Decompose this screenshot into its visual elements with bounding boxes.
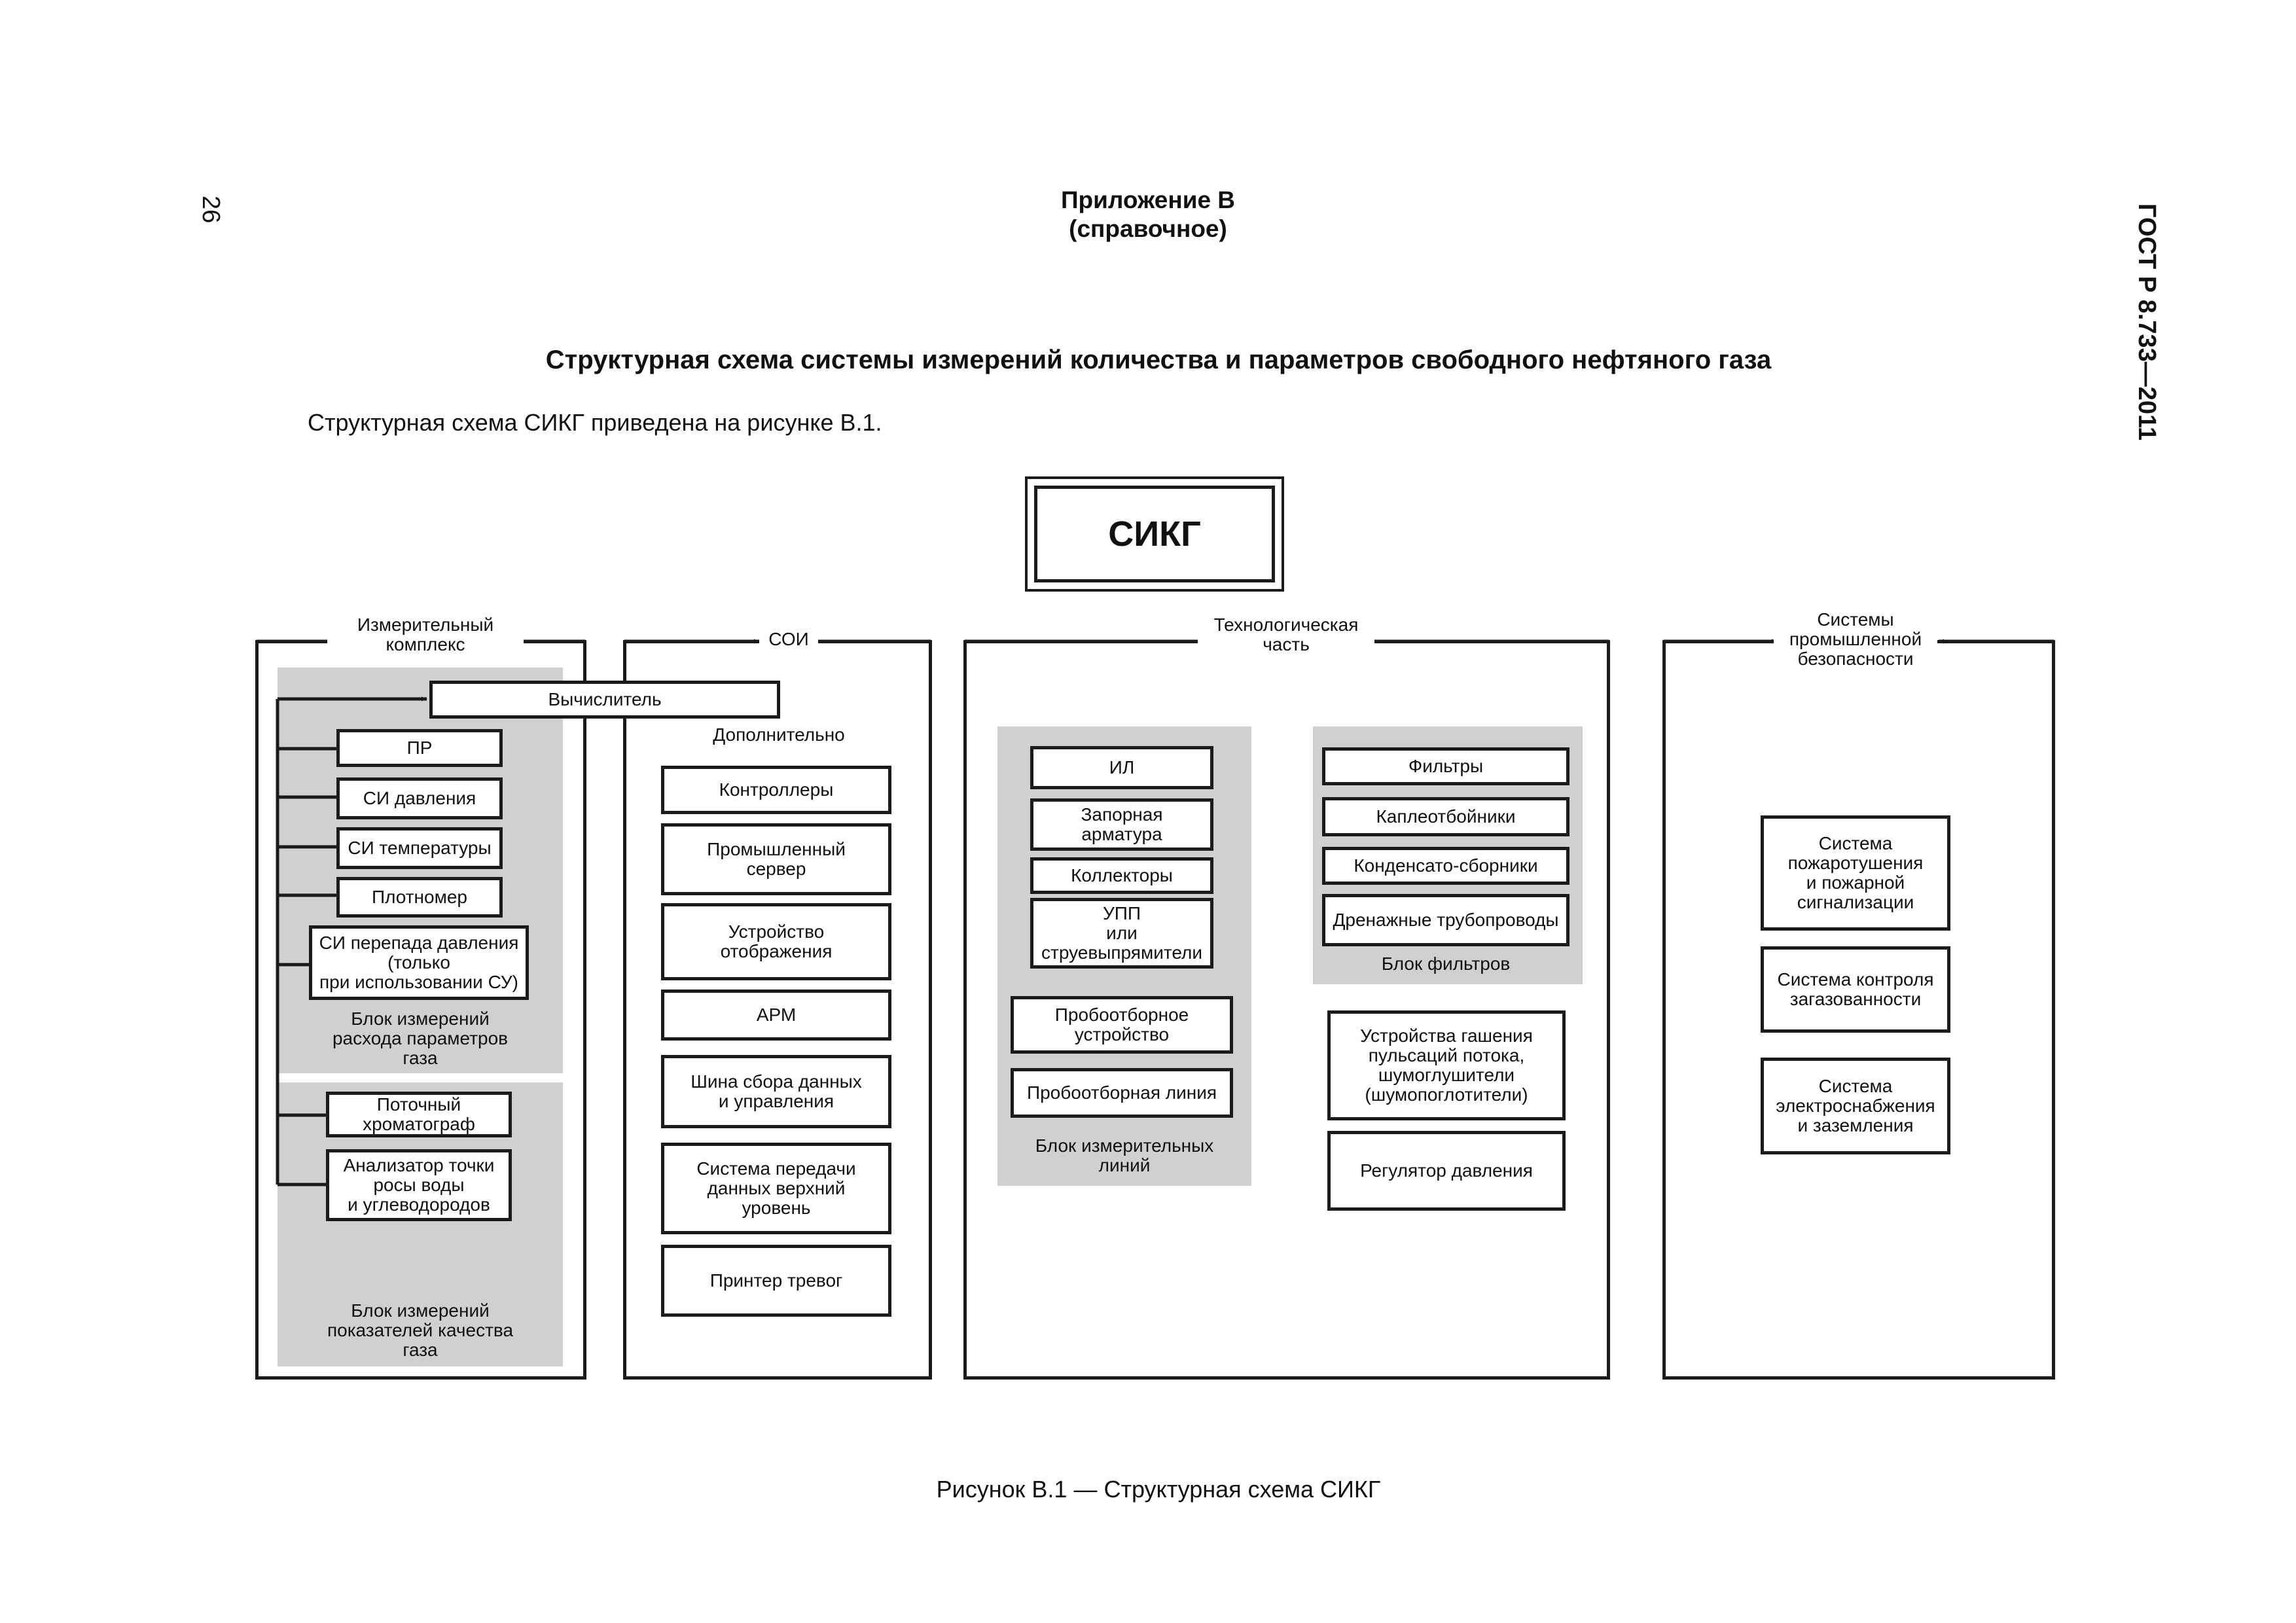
lines-block-label: Блок измерительных линий xyxy=(1035,1135,1214,1175)
flow-block-item: СИ перепада давления (только при использ… xyxy=(309,925,529,1000)
appendix-heading: Приложение В (справочное) xyxy=(886,186,1410,243)
soi-item: Шина сбора данных и управления xyxy=(661,1055,891,1128)
quality-block-label: Блок измерений показателей качества газа xyxy=(327,1300,514,1360)
lines-block-item: УПП или струевыпрямители xyxy=(1030,898,1213,969)
root-label: СИКГ xyxy=(1034,486,1275,582)
safety-item: Система пожаротушения и пожарной сигнали… xyxy=(1761,815,1950,931)
lines-block-item: ИЛ xyxy=(1030,746,1213,789)
appendix-title: Приложение В xyxy=(1060,187,1236,213)
technological-item: Устройства гашения пульсаций потока, шум… xyxy=(1327,1010,1566,1120)
intro-text: Структурная схема СИКГ приведена на рису… xyxy=(308,409,882,436)
quality-block-item: Анализатор точки росы воды и углеводород… xyxy=(326,1149,512,1221)
flow-block-item: Плотномер xyxy=(336,877,503,918)
page-number: 26 xyxy=(197,195,224,224)
lines-block-extra-item: Пробоотборная линия xyxy=(1011,1068,1233,1118)
filters-block-item: Конденсато-сборники xyxy=(1322,847,1570,885)
safety-label: Системы промышленной безопасности xyxy=(1774,610,1937,669)
filters-block-item: Дренажные трубопроводы xyxy=(1322,894,1570,946)
flow-block-item: ПР xyxy=(336,729,503,767)
soi-item: Принтер тревог xyxy=(661,1245,891,1317)
soi-item: Система передачи данных верхний уровень xyxy=(661,1143,891,1234)
computer-box: Вычислитель xyxy=(429,681,780,719)
flow-block-label: Блок измерений расхода параметров газа xyxy=(332,1008,509,1068)
lines-block-extra-item: Пробоотборное устройство xyxy=(1011,996,1233,1054)
lines-block-item: Коллекторы xyxy=(1030,857,1213,894)
filters-block-item: Фильтры xyxy=(1322,747,1570,785)
technological-label: Технологическая часть xyxy=(1198,615,1374,654)
lines-block-item: Запорная арматура xyxy=(1030,798,1213,851)
flow-block-item: СИ давления xyxy=(336,777,503,819)
root-box: СИКГ xyxy=(1025,476,1284,592)
quality-block-item: Поточный хроматограф xyxy=(326,1092,512,1137)
appendix-type: (справочное) xyxy=(1069,215,1227,242)
section-title: Структурная схема системы измерений коли… xyxy=(545,346,1772,374)
soi-label: СОИ xyxy=(759,630,818,649)
filters-block-label: Блок фильтров xyxy=(1381,954,1511,974)
soi-item: АРМ xyxy=(661,990,891,1041)
technological-item: Регулятор давления xyxy=(1327,1131,1566,1211)
safety-item: Система контроля загазованности xyxy=(1761,946,1950,1033)
measuring-complex-label: Измерительный комплекс xyxy=(327,615,524,654)
soi-additional-label: Дополнительно xyxy=(713,724,845,745)
soi-item: Промышленный сервер xyxy=(661,823,891,895)
soi-item: Контроллеры xyxy=(661,766,891,814)
figure-caption: Рисунок В.1 — Структурная схема СИКГ xyxy=(936,1476,1381,1503)
filters-block-item: Каплеотбойники xyxy=(1322,797,1570,836)
flow-block-item: СИ температуры xyxy=(336,827,503,869)
standard-code: ГОСТ Р 8.733—2011 xyxy=(2133,203,2161,441)
safety-item: Система электроснабжения и заземления xyxy=(1761,1058,1950,1154)
soi-item: Устройство отображения xyxy=(661,903,891,980)
